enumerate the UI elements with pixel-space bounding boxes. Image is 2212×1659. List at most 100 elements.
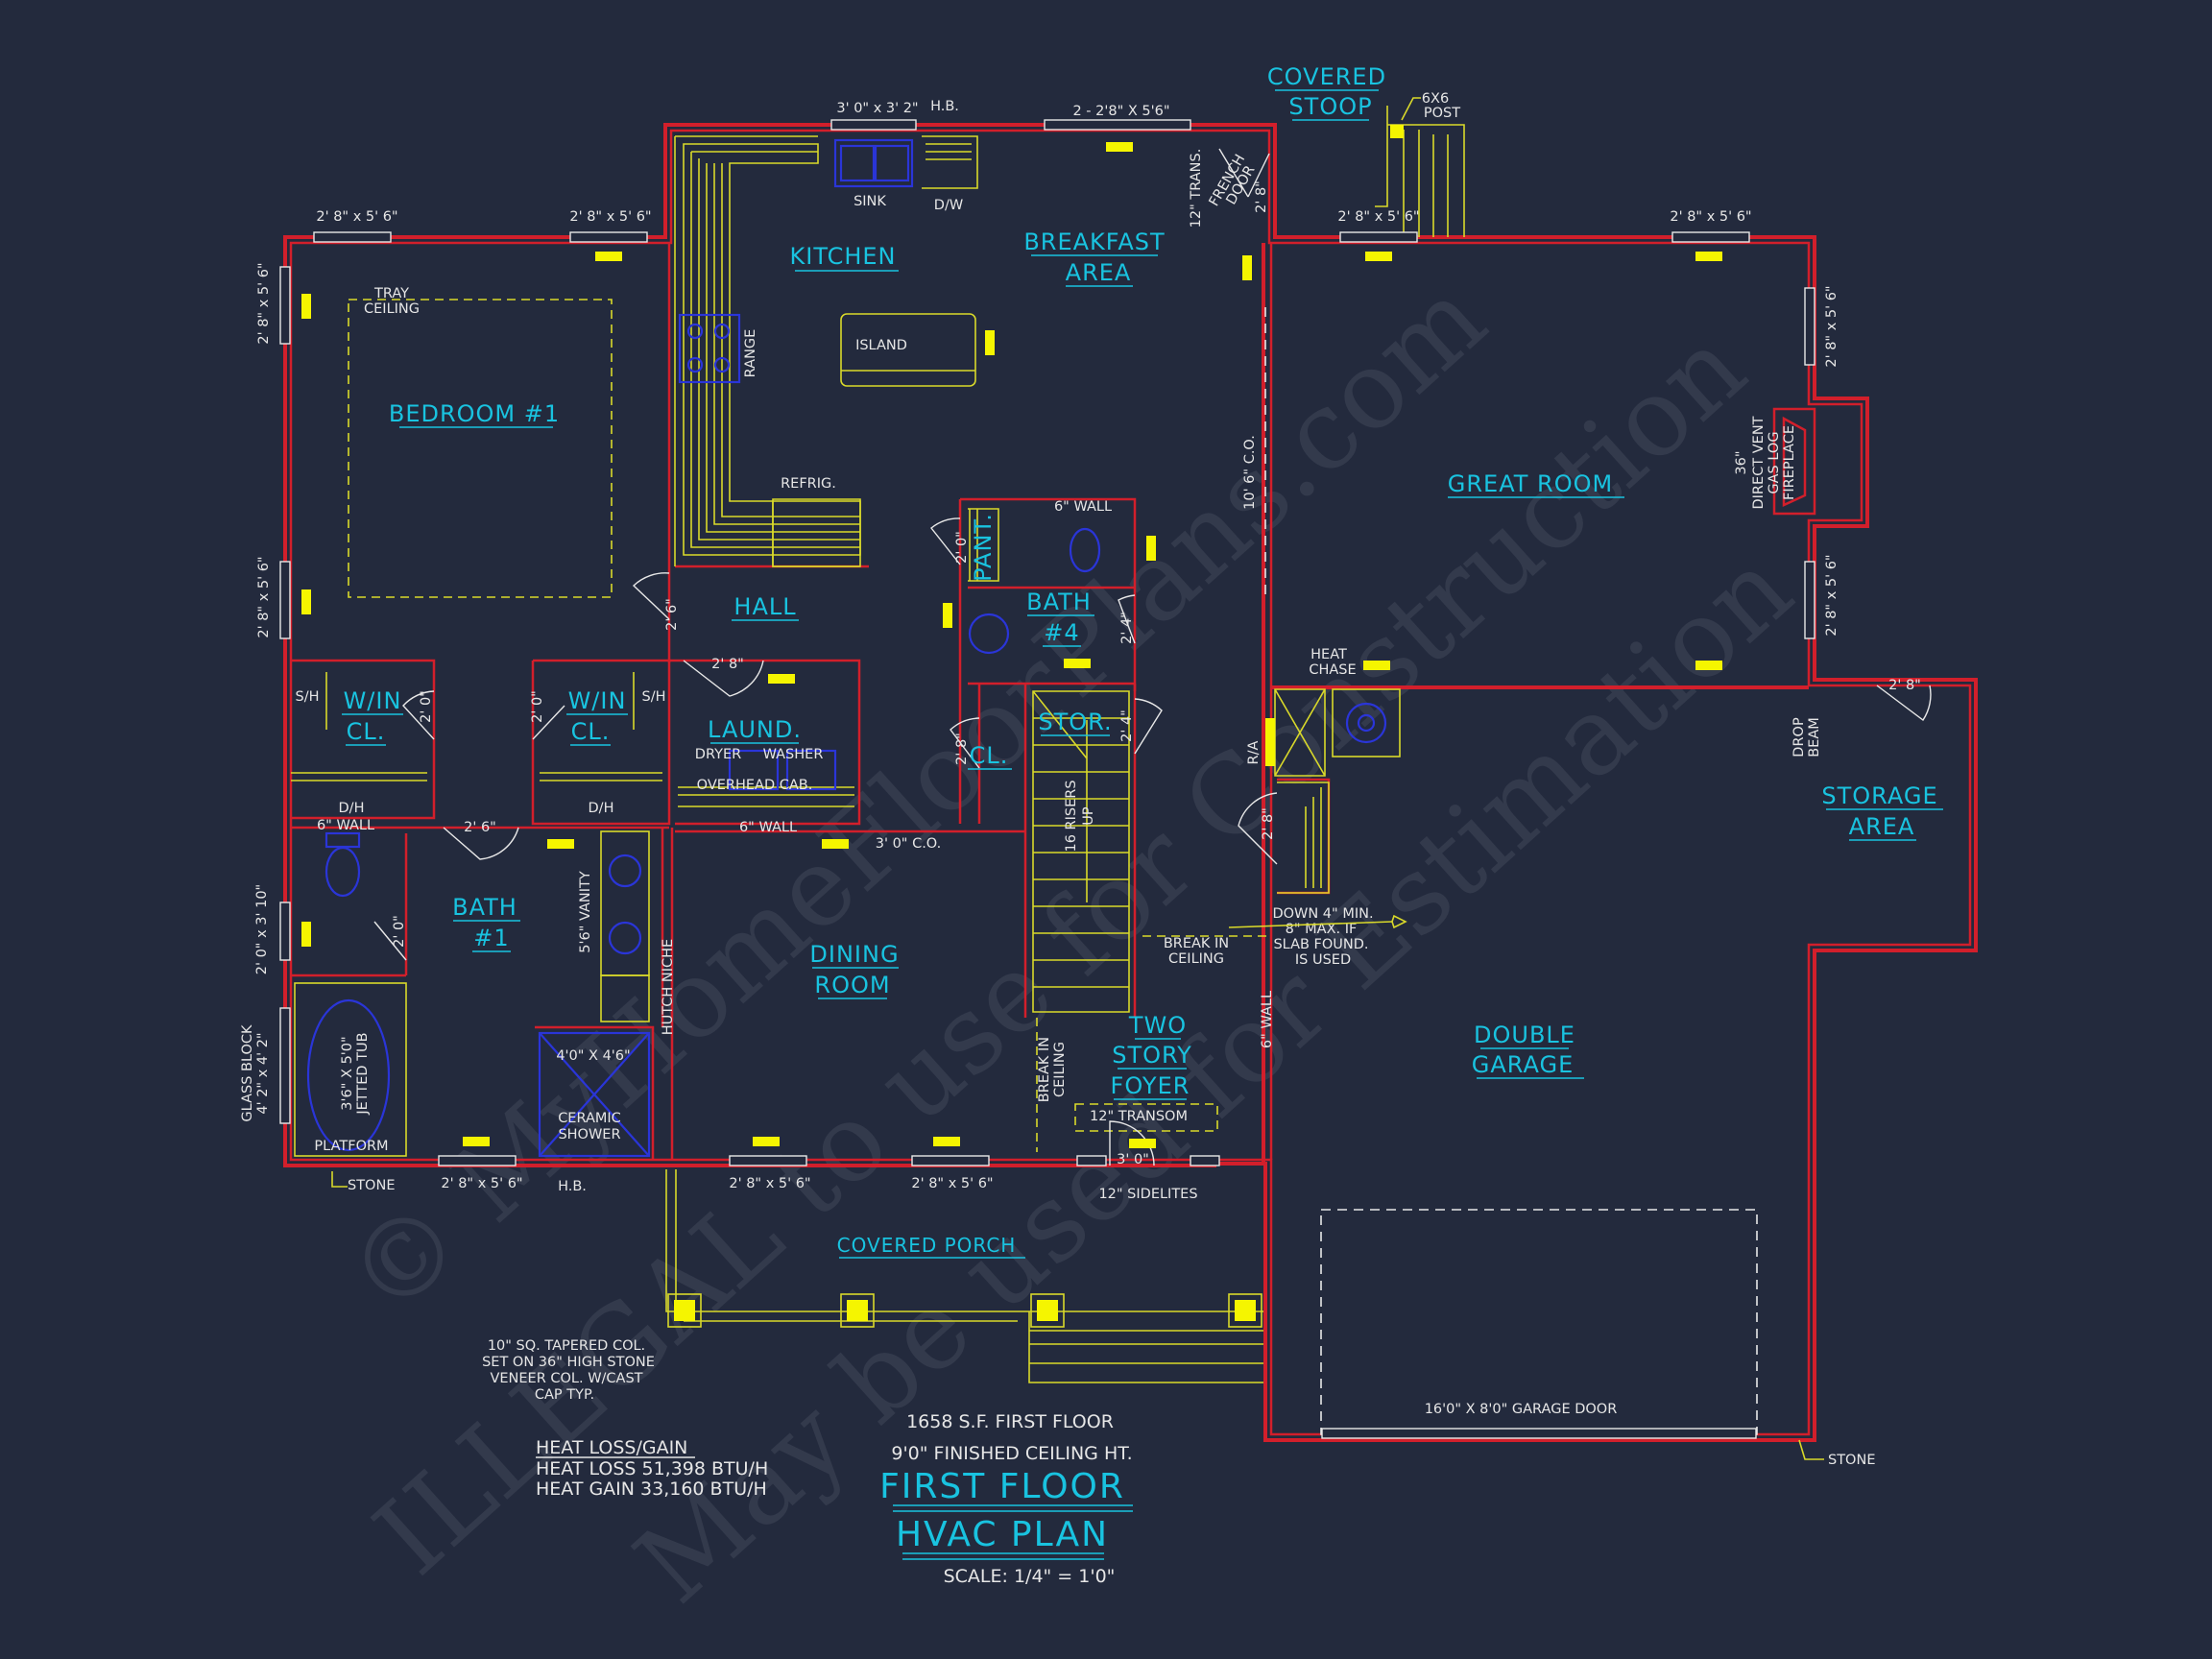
note-ceramic-shower: CERAMIC xyxy=(558,1111,621,1126)
note-shower-size: 4'0" X 4'6" xyxy=(556,1048,630,1064)
note-pantry-door: 2' 0" xyxy=(954,531,970,564)
heat-loss-gain-title: HEAT LOSS/GAIN xyxy=(536,1437,687,1458)
note-bedroom-window-top-1: 2' 8" x 5' 6" xyxy=(316,209,397,225)
note-breakfast-window: 2 - 2'8" X 5'6" xyxy=(1072,104,1169,119)
note-bedroom-window-left-1: 2' 8" x 5' 6" xyxy=(256,262,272,344)
dining-room-label: DINING xyxy=(809,941,899,968)
note-island: ISLAND xyxy=(855,338,907,353)
note-bottom-window-3: 2' 8" x 5' 6" xyxy=(911,1176,993,1191)
plan-title: FIRST FLOOR xyxy=(879,1467,1125,1506)
note-break-in-ceiling-foyer-2: CEILING xyxy=(1052,1042,1068,1097)
note-fireplace: 36" xyxy=(1734,450,1749,474)
storage-closet-label: STOR. xyxy=(1038,709,1112,735)
note-double-hang-left: D/H xyxy=(339,801,365,816)
note-drop-beam: DROP xyxy=(1791,717,1807,757)
sink-icon xyxy=(833,138,914,188)
room-labels: KITCHEN BREAKFAST AREA COVERED STOOP BED… xyxy=(342,63,1943,1259)
note-column-2: SET ON 36" HIGH STONE xyxy=(482,1355,655,1370)
dining-room-label-2: ROOM xyxy=(814,972,890,998)
note-slab: DOWN 4" MIN. xyxy=(1272,906,1373,922)
kitchen-fixtures xyxy=(678,138,914,384)
note-bath1-inner-door: 2' 0" xyxy=(392,915,407,948)
pantry-label: PANT. xyxy=(970,513,997,582)
note-post-2: POST xyxy=(1424,106,1460,121)
storage-area-label-2: AREA xyxy=(1849,813,1915,840)
note-hutch-niche: HUTCH NICHE xyxy=(661,939,676,1035)
note-heat-chase-2: CHASE xyxy=(1309,662,1356,678)
note-wall-bath1: 6" WALL xyxy=(317,818,374,833)
bath-4-label: BATH xyxy=(1026,589,1092,615)
note-refrigerator: REFRIG. xyxy=(781,476,836,492)
annotations: 3' 0" x 3' 2" H.B. 2 - 2'8" X 5'6" 6X6 P… xyxy=(240,91,1921,1468)
jetted-tub-icon xyxy=(306,998,391,1152)
note-post: 6X6 xyxy=(1422,91,1449,107)
note-washer: WASHER xyxy=(763,747,824,762)
porch-columns xyxy=(667,1293,1262,1328)
shower-icon xyxy=(538,1031,651,1158)
bath-4-number: #4 xyxy=(1044,619,1079,646)
closet-label: CL. xyxy=(970,742,1009,769)
note-heat-chase: HEAT xyxy=(1310,647,1347,662)
two-story-foyer-label-2: STORY xyxy=(1112,1042,1192,1069)
bath-fixtures xyxy=(294,527,1101,1158)
heat-gain: HEAT GAIN 33,160 BTU/H xyxy=(536,1479,767,1500)
note-slab-3: SLAB FOUND. xyxy=(1273,937,1368,952)
note-glass-block: GLASS BLOCK xyxy=(240,1024,255,1122)
exterior-walls xyxy=(283,123,1978,1442)
note-hall-door: 2' 6" xyxy=(664,598,680,631)
windows xyxy=(279,119,1815,1439)
note-bath-window: 2' 0" x 3' 10" xyxy=(254,884,270,974)
footer: 1658 S.F. FIRST FLOOR 9'0" FINISHED CEIL… xyxy=(536,1411,1133,1587)
tray-ceiling-outline xyxy=(348,299,613,598)
note-bottom-window-2: 2' 8" x 5' 6" xyxy=(729,1176,810,1191)
note-garage-side-door: 2' 8" xyxy=(1261,807,1276,840)
note-tub-size: 3'6" X 5'0" xyxy=(340,1036,355,1110)
note-dishwasher: D/W xyxy=(934,198,963,213)
laundry-label: LAUND. xyxy=(708,716,802,743)
note-hose-bib-bottom: H.B. xyxy=(558,1179,587,1194)
door-swings xyxy=(373,148,1932,961)
walk-in-closet-left-label-2: CL. xyxy=(347,718,386,745)
heat-loss: HEAT LOSS 51,398 BTU/H xyxy=(536,1458,768,1479)
note-tray-ceiling: TRAY xyxy=(373,286,409,301)
note-shelf-right: S/H xyxy=(642,689,666,705)
note-wall-bath4: 6" WALL xyxy=(1054,499,1112,515)
note-ceramic-shower-2: SHOWER xyxy=(558,1127,620,1142)
breakfast-area-label: AREA xyxy=(1066,259,1132,286)
note-fireplace-4: FIREPLACE xyxy=(1782,425,1797,500)
bedroom-1-label: BEDROOM #1 xyxy=(389,400,560,427)
kitchen-cabinets xyxy=(674,106,1465,567)
note-closet-door-right: 2' 0" xyxy=(530,690,545,723)
note-overhead-cabinet: OVERHEAD CAB. xyxy=(697,778,813,793)
note-closet-door-left: 2' 0" xyxy=(419,690,434,723)
bath4-sink-icon xyxy=(968,613,1010,655)
note-column-3: VENEER COL. W/CAST xyxy=(490,1371,642,1386)
covered-stoop-label: COVERED xyxy=(1267,63,1386,90)
note-break-in-ceiling-foyer: BREAK IN xyxy=(1037,1037,1052,1102)
plan-subtitle: HVAC PLAN xyxy=(896,1515,1109,1554)
bath4-toilet-icon xyxy=(1069,527,1101,573)
note-hose-bib-top: H.B. xyxy=(930,99,959,114)
note-sidelites: 12" SIDELITES xyxy=(1098,1187,1197,1202)
note-sink: SINK xyxy=(854,194,886,209)
double-garage-label: DOUBLE xyxy=(1474,1022,1575,1048)
note-wall-garage: 6" WALL xyxy=(1260,991,1275,1048)
walk-in-closet-left-label: W/IN xyxy=(344,687,402,714)
vanity-sink-icon xyxy=(608,854,642,888)
note-double-hang-right: D/H xyxy=(589,801,614,816)
note-transom: 12" TRANS. xyxy=(1189,149,1204,228)
note-break-in-ceiling-2: CEILING xyxy=(1168,951,1224,967)
bath-1-label: BATH xyxy=(452,894,517,921)
note-kitchen-window: 3' 0" x 3' 2" xyxy=(836,101,918,116)
note-dryer: DRYER xyxy=(695,747,741,762)
note-return-air: R/A xyxy=(1246,740,1262,764)
note-jetted-tub: JETTED TUB xyxy=(355,1032,371,1115)
plan-scale: SCALE: 1/4" = 1'0" xyxy=(944,1566,1116,1587)
covered-porch-label: COVERED PORCH xyxy=(837,1234,1017,1257)
note-storage-area-door: 2' 8" xyxy=(1888,678,1921,693)
bath-1-number: #1 xyxy=(473,925,509,951)
note-front-door: 3' 0" xyxy=(1117,1152,1149,1167)
note-platform: PLATFORM xyxy=(314,1139,388,1154)
hvac-registers xyxy=(301,125,1722,1148)
note-column: 10" SQ. TAPERED COL. xyxy=(488,1338,645,1354)
